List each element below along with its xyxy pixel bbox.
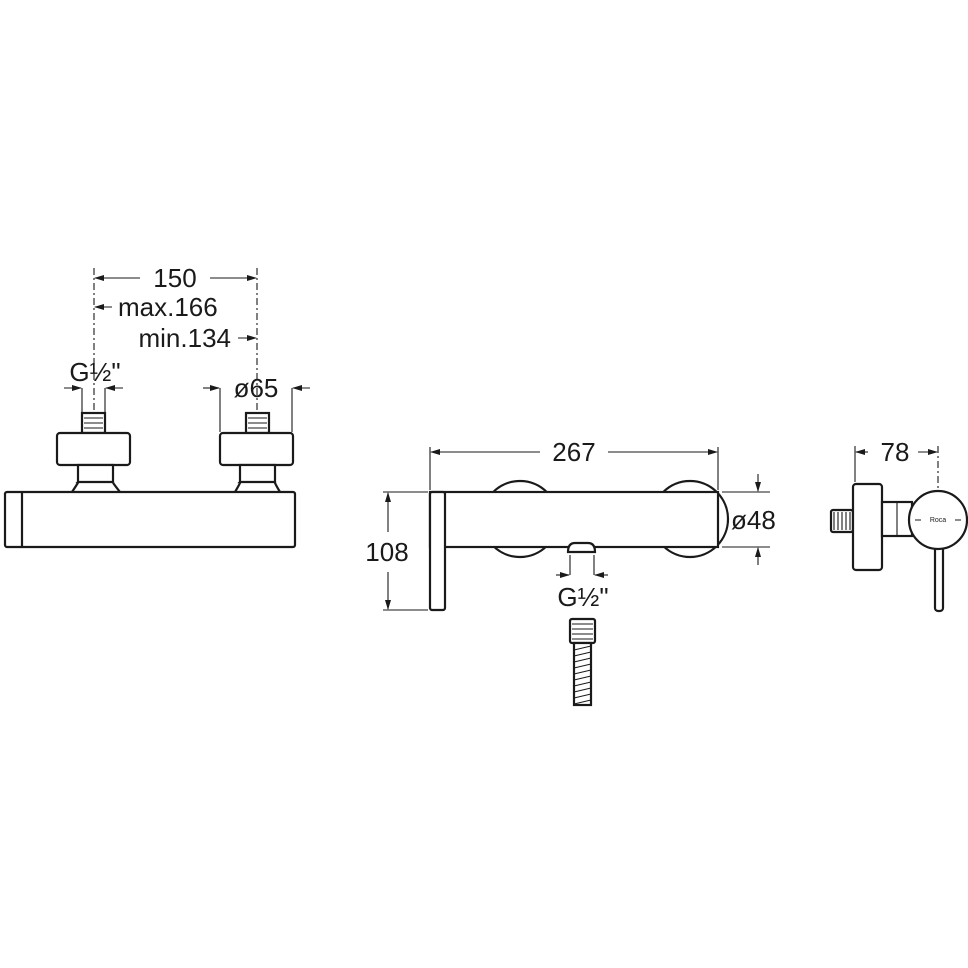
height-label: 108 [365, 537, 408, 567]
hose-connector [568, 617, 597, 707]
max-distance-label: max.166 [118, 292, 218, 322]
mixer-body-top [428, 490, 720, 549]
brand-logo: Roca [930, 517, 946, 524]
side-knob [907, 489, 968, 551]
side-view: 78 Roca [829, 437, 968, 613]
outlet [566, 541, 597, 554]
inlet-thread-label: G½" [69, 357, 120, 387]
outlet-thread-label: G½" [557, 582, 608, 612]
side-lever [933, 543, 945, 613]
front-view: 150 max.166 min.134 G½" ø65 [3, 263, 310, 549]
wall-plate [851, 482, 884, 572]
lever-handle [428, 490, 447, 612]
depth-label: 78 [881, 437, 910, 467]
min-distance-label: min.134 [139, 323, 232, 353]
escutcheon-diameter-label: ø65 [234, 373, 279, 403]
length-label: 267 [552, 437, 595, 467]
mixer-body-front [3, 490, 297, 549]
top-view: 267 108 ø48 G½" [365, 437, 776, 707]
body-diameter-label: ø48 [731, 505, 776, 535]
center-distance-label: 150 [153, 263, 196, 293]
